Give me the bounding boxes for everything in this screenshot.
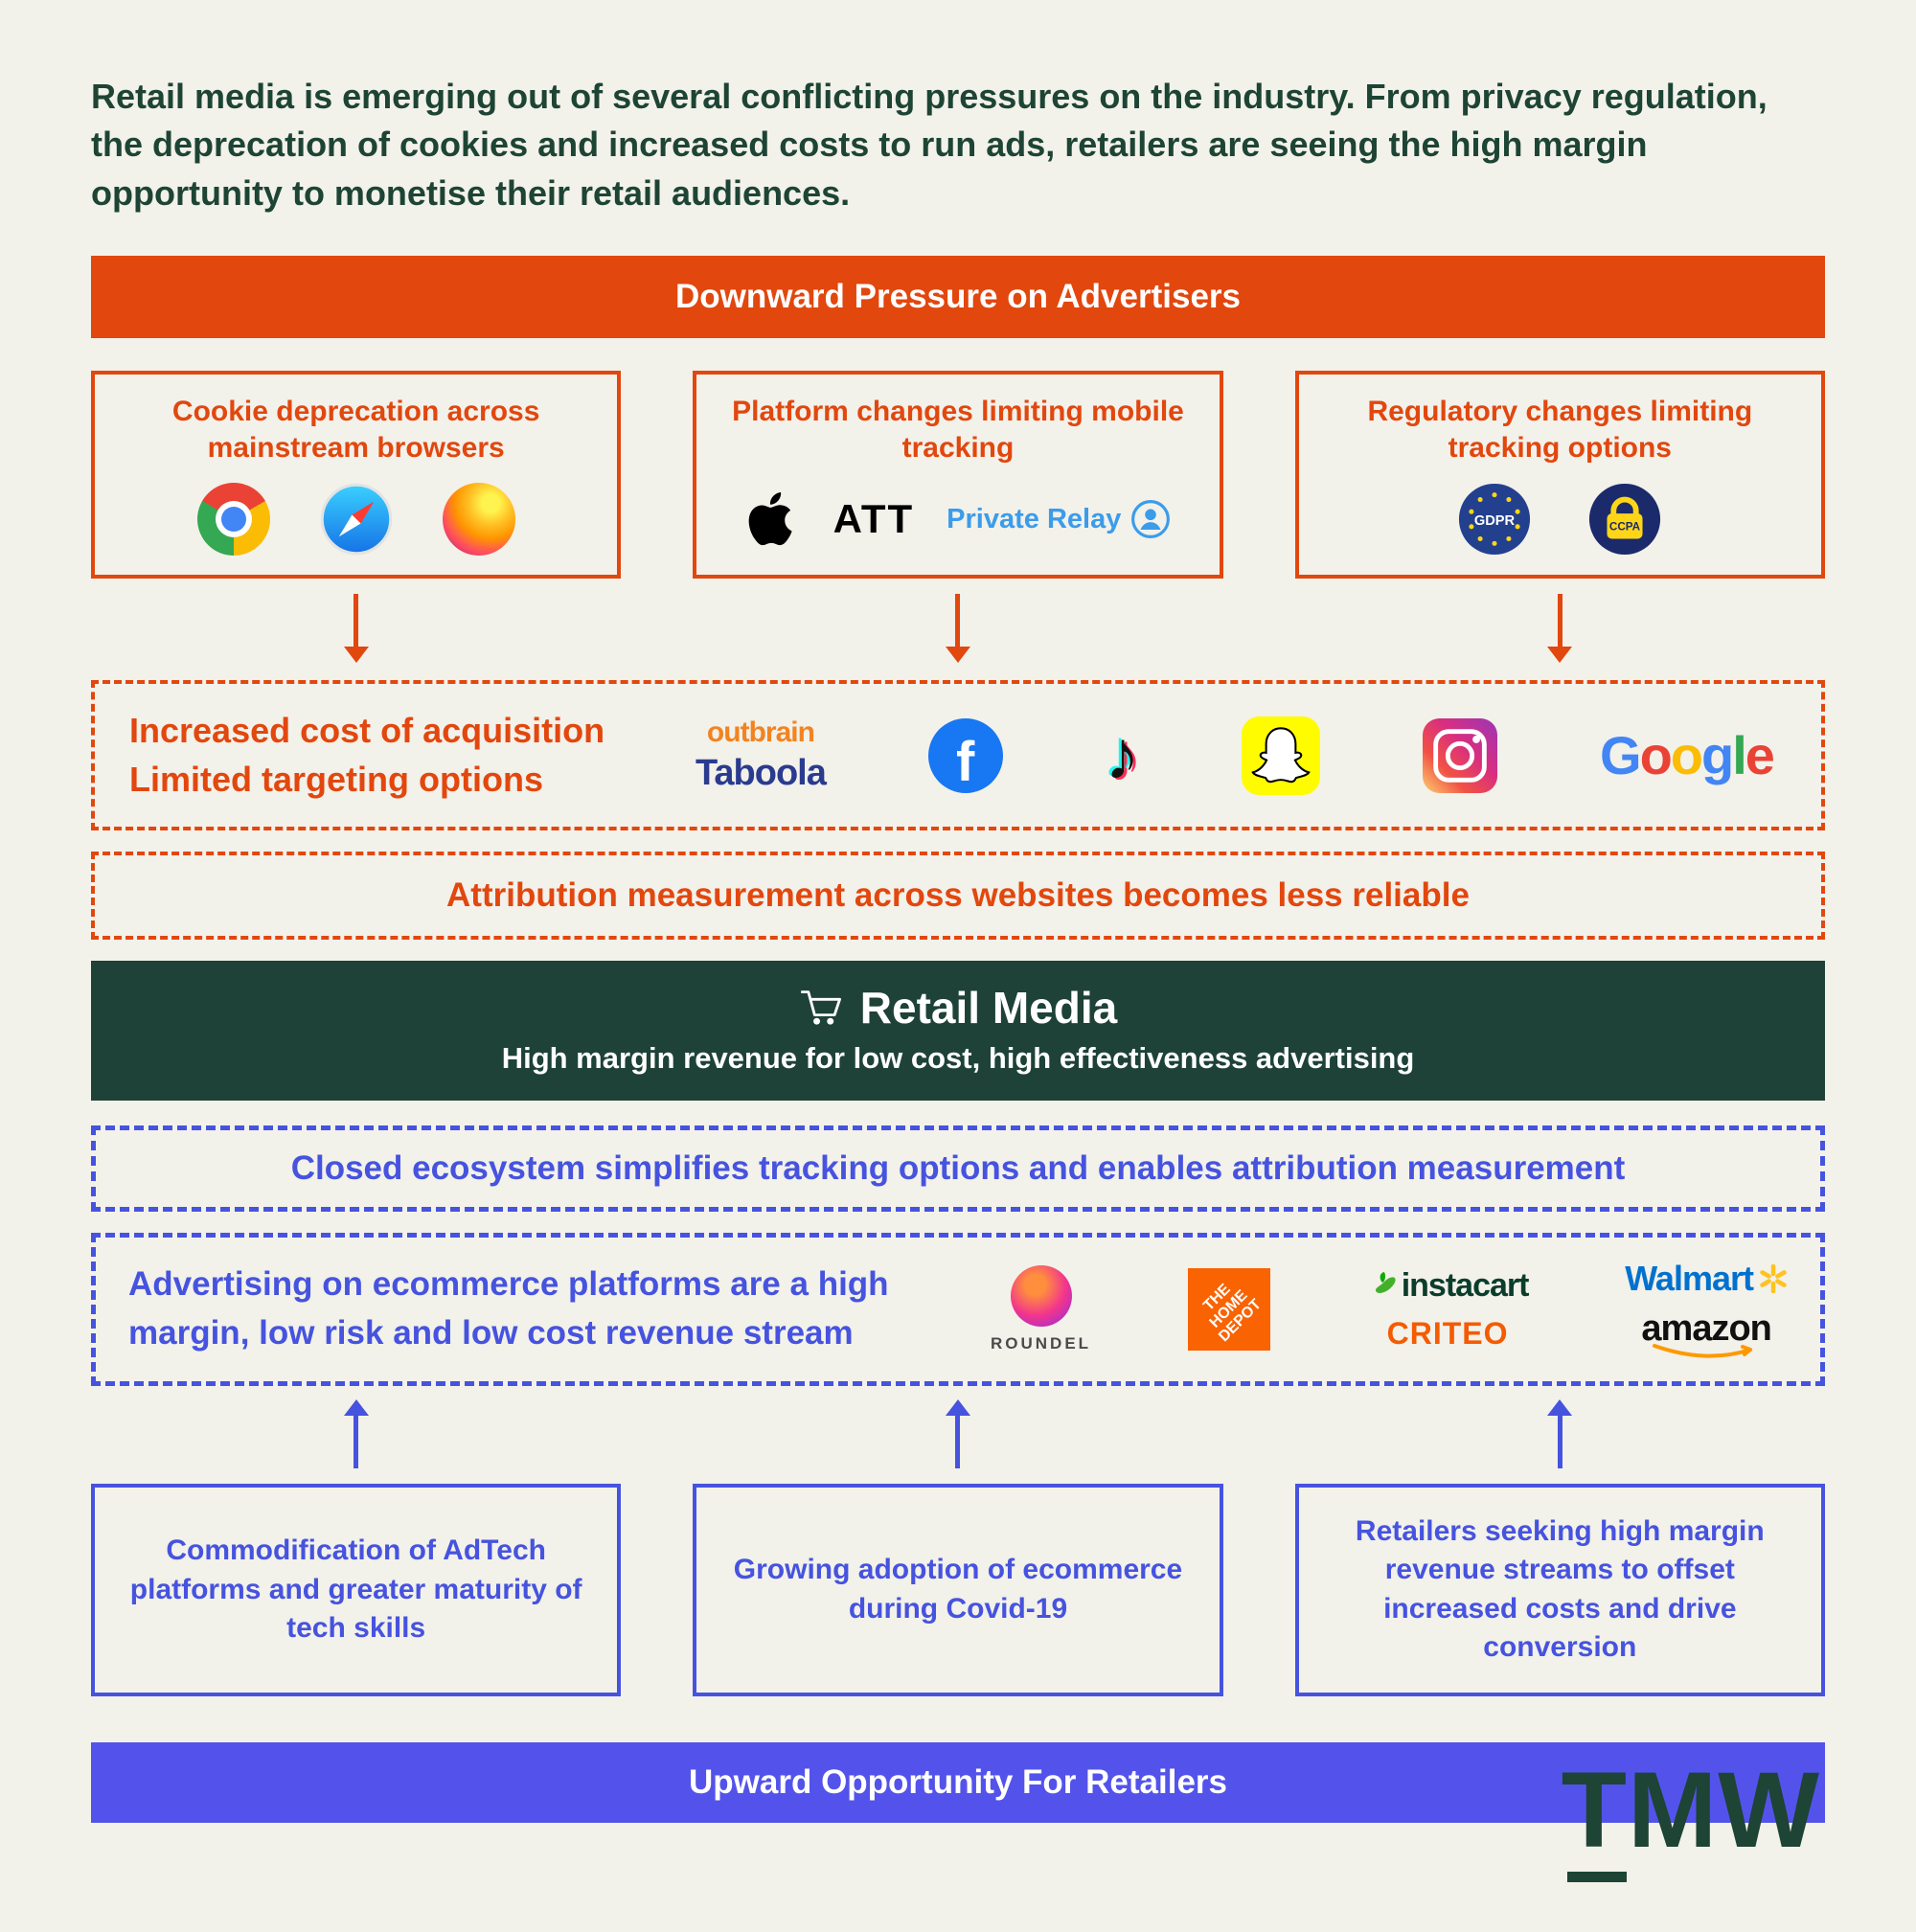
criteo-logo: CRITEO (1386, 1315, 1509, 1351)
google-letter: o (1639, 725, 1673, 786)
firefox-icon (442, 483, 515, 557)
up-arrow-3 (1547, 1398, 1573, 1468)
intro-text: Retail media is emerging out of several … (91, 77, 1768, 213)
downward-pressure-banner: Downward Pressure on Advertisers (91, 256, 1825, 339)
retail-media-title: Retail Media (859, 982, 1118, 1033)
google-letter: g (1701, 725, 1734, 786)
att-label: ATT (833, 496, 915, 542)
driver-box-ecommerce-covid: Growing adoption of ecommerce during Cov… (693, 1483, 1223, 1696)
platform-icons-row: ATT Private Relay (745, 479, 1172, 559)
instacart-label: instacart (1401, 1266, 1530, 1304)
down-arrow-2 (945, 594, 970, 664)
attribution-box: Attribution measurement across websites … (91, 851, 1825, 940)
upward-opportunity-banner-label: Upward Opportunity For Retailers (689, 1762, 1227, 1801)
down-arrow-3 (1547, 594, 1573, 664)
regulatory-changes-box: Regulatory changes limiting tracking opt… (1294, 371, 1825, 580)
facebook-icon: f (927, 717, 1003, 793)
tmw-logo: TMW (1562, 1757, 1820, 1882)
home-depot-logo: THE HOME DEPOT (1187, 1267, 1270, 1351)
cookie-deprecation-title: Cookie deprecation across mainstream bro… (171, 396, 540, 464)
private-relay-label: Private Relay (947, 503, 1122, 534)
amazon-label: amazon (1641, 1307, 1771, 1349)
driver-box-retailer-margin: Retailers seeking high margin revenue st… (1294, 1483, 1825, 1696)
gdpr-badge-icon: GDPR (1459, 484, 1531, 556)
apple-logo-icon (748, 492, 792, 546)
snapchat-icon (1242, 716, 1321, 795)
outbrain-taboola-logo: outbrain Taboola (696, 716, 827, 794)
outbrain-logo: outbrain (706, 716, 815, 749)
google-logo: G o o g l e (1600, 724, 1775, 786)
cookie-deprecation-box: Cookie deprecation across mainstream bro… (91, 371, 622, 580)
up-arrows-row (91, 1398, 1825, 1468)
ecommerce-advertising-box: Advertising on ecommerce platforms are a… (91, 1232, 1825, 1386)
amazon-logo: amazon (1641, 1307, 1772, 1360)
up-arrow-1 (343, 1398, 369, 1468)
acquisition-line-1: Increased cost of acquisition (129, 711, 605, 751)
instagram-icon (1423, 717, 1498, 793)
platform-changes-box: Platform changes limiting mobile trackin… (693, 371, 1223, 580)
ccpa-badge-icon: CCPA (1589, 484, 1661, 556)
gdpr-label: GDPR (1474, 513, 1516, 529)
regulatory-icons-row: GDPR CCPA (1457, 479, 1662, 559)
roundel-icon (1010, 1264, 1072, 1327)
instacart-criteo-stack: instacart CRITEO (1367, 1267, 1529, 1352)
driver-box-ecommerce-covid-text: Growing adoption of ecommerce during Cov… (733, 1554, 1183, 1625)
down-arrow-1 (343, 594, 369, 664)
taboola-logo: Taboola (696, 753, 827, 794)
driver-boxes-row: Commodification of AdTech platforms and … (91, 1483, 1825, 1696)
tmw-logo-underscore (1566, 1872, 1627, 1882)
google-letter: G (1600, 725, 1642, 786)
roundel-logo: ROUNDEL (991, 1264, 1092, 1353)
walmart-amazon-stack: Walmart amazon (1625, 1259, 1788, 1360)
facebook-f: f (956, 731, 975, 793)
acquisition-text: Increased cost of acquisition Limited ta… (129, 707, 661, 804)
tiktok-icon: ♪ (1105, 716, 1140, 794)
attribution-text: Attribution measurement across websites … (446, 875, 1470, 914)
private-relay-icon (1131, 500, 1171, 539)
instacart-carrot-icon (1375, 1272, 1396, 1294)
retail-media-title-row: Retail Media (799, 982, 1117, 1034)
home-depot-label: THE HOME DEPOT (1200, 1281, 1265, 1345)
google-letter: l (1732, 725, 1747, 786)
down-arrows-row (91, 594, 1825, 664)
ad-platform-logos: outbrain Taboola f ♪ G o o (696, 716, 1787, 795)
safari-icon (320, 483, 392, 556)
retailer-logos: ROUNDEL THE HOME DEPOT instacart CRITEO … (991, 1259, 1788, 1360)
pressure-boxes-row: Cookie deprecation across mainstream bro… (91, 371, 1825, 580)
private-relay-logo: Private Relay (947, 499, 1171, 539)
upward-opportunity-banner: Upward Opportunity For Retailers (91, 1741, 1825, 1823)
driver-box-adtech-text: Commodification of AdTech platforms and … (129, 1534, 582, 1645)
walmart-logo: Walmart (1625, 1259, 1788, 1299)
retail-media-banner: Retail Media High margin revenue for low… (91, 960, 1825, 1101)
ccpa-label: CCPA (1609, 521, 1641, 534)
walmart-label: Walmart (1625, 1258, 1754, 1298)
google-letter: o (1670, 725, 1703, 786)
browser-icons-row (196, 479, 515, 559)
downward-pressure-banner-label: Downward Pressure on Advertisers (674, 278, 1241, 316)
instacart-logo: instacart (1367, 1267, 1529, 1305)
tmw-logo-text: TMW (1561, 1750, 1820, 1870)
retail-media-subtitle: High margin revenue for low cost, high e… (501, 1040, 1415, 1075)
walmart-spark-icon (1760, 1263, 1787, 1293)
closed-ecosystem-text: Closed ecosystem simplifies tracking opt… (290, 1148, 1626, 1187)
driver-box-retailer-margin-text: Retailers seeking high margin revenue st… (1355, 1514, 1765, 1664)
closed-ecosystem-box: Closed ecosystem simplifies tracking opt… (91, 1125, 1825, 1212)
acquisition-line-2: Limited targeting options (129, 759, 543, 799)
chrome-icon (196, 483, 270, 557)
regulatory-changes-title: Regulatory changes limiting tracking opt… (1367, 396, 1753, 464)
amazon-smile-icon (1653, 1343, 1753, 1358)
platform-changes-title: Platform changes limiting mobile trackin… (732, 396, 1184, 464)
up-arrow-2 (945, 1398, 970, 1468)
driver-box-adtech: Commodification of AdTech platforms and … (91, 1483, 622, 1696)
google-letter: e (1745, 725, 1775, 786)
ecommerce-advertising-text: Advertising on ecommerce platforms are a… (128, 1265, 889, 1352)
acquisition-cost-box: Increased cost of acquisition Limited ta… (91, 680, 1825, 830)
roundel-label: ROUNDEL (991, 1333, 1092, 1352)
shopping-cart-icon (800, 990, 841, 1025)
